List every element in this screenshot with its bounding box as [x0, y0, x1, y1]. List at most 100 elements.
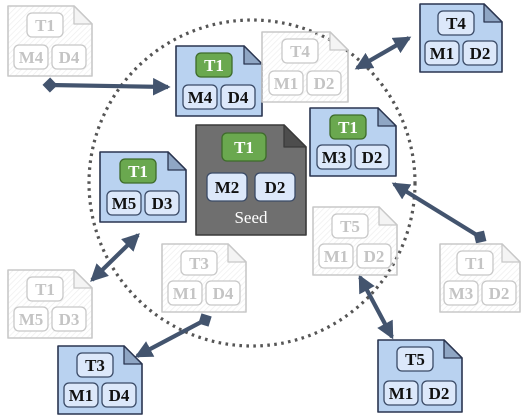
- module-chip-label: M5: [112, 194, 137, 213]
- arrow-t4-to-remote-t4: [354, 36, 412, 70]
- page-fold-corner: [483, 3, 503, 23]
- topic-chip: T4: [437, 10, 475, 36]
- page-fold-corner: [329, 31, 349, 51]
- arrow-t3-to-remote-t3: [134, 313, 212, 358]
- topic-chip-label: T5: [340, 217, 360, 236]
- topic-chip: T1: [26, 276, 64, 302]
- page-fold-corner: [167, 151, 187, 171]
- domain-chip: D2: [481, 280, 517, 306]
- module-chip-label: M3: [322, 148, 347, 167]
- module-chip-label: M1: [430, 44, 455, 63]
- topic-chip-label: T1: [204, 56, 224, 75]
- page-fold-corner: [243, 45, 263, 65]
- topic-chip: T1: [456, 250, 494, 276]
- module-chip: M3: [443, 280, 479, 306]
- topic-chip-label: T1: [35, 16, 55, 35]
- topic-chip: T1: [119, 158, 157, 184]
- module-chip: M1: [383, 380, 419, 406]
- page-fold-corner: [227, 243, 247, 263]
- topic-chip-label: T1: [234, 138, 254, 157]
- module-chip-label: M1: [69, 386, 94, 405]
- module-chip-label: M4: [188, 88, 213, 107]
- page-fold-corner: [443, 339, 463, 359]
- module-chip-label: M4: [19, 48, 44, 67]
- domain-chip: D2: [306, 70, 342, 96]
- domain-chip: D2: [421, 380, 457, 406]
- module-chip: M1: [424, 40, 460, 66]
- topic-chip-label: T5: [405, 350, 425, 369]
- domain-chip-label: D4: [109, 386, 130, 405]
- topic-chip: T3: [180, 250, 218, 276]
- domain-chip: D2: [354, 144, 390, 170]
- topic-chip-label: T4: [446, 14, 466, 33]
- arrow-remote-t1-to-m3-d2: [391, 182, 487, 244]
- arrow-t5-to-remote-t5: [358, 274, 394, 340]
- domain-chip: D3: [144, 190, 180, 216]
- domain-chip: D2: [254, 172, 296, 202]
- module-chip: M1: [318, 243, 354, 269]
- module-chip-label: M1: [324, 247, 349, 266]
- page-fold-corner: [123, 345, 143, 365]
- seed-caption: Seed: [234, 208, 268, 227]
- topic-chip-label: T3: [85, 356, 105, 375]
- arrow-into-m4-d4: [42, 77, 171, 96]
- domain-chip: D4: [101, 382, 137, 408]
- module-chip: M3: [316, 144, 352, 170]
- topic-chip-label: T4: [290, 42, 310, 61]
- topic-chip: T3: [76, 352, 114, 378]
- module-chip: M1: [167, 280, 203, 306]
- topic-chip: T1: [221, 132, 267, 162]
- module-chip-label: M5: [19, 310, 44, 329]
- domain-chip: D2: [462, 40, 498, 66]
- module-chip-label: M1: [173, 284, 198, 303]
- module-chip-label: M1: [274, 74, 299, 93]
- domain-chip: D3: [51, 306, 87, 332]
- domain-chip-label: D2: [364, 247, 385, 266]
- topic-chip-label: T1: [338, 118, 358, 137]
- module-chip: M5: [13, 306, 49, 332]
- topic-chip: T1: [195, 52, 233, 78]
- topic-chip: T5: [396, 346, 434, 372]
- domain-chip-label: D2: [362, 148, 383, 167]
- domain-chip-label: D2: [429, 384, 450, 403]
- module-chip: M2: [206, 172, 248, 202]
- arrows: [42, 36, 487, 358]
- page-fold-corner: [283, 124, 307, 148]
- topic-chip: T4: [281, 38, 319, 64]
- topic-chip: T1: [26, 12, 64, 38]
- module-chip: M1: [268, 70, 304, 96]
- module-chip: M1: [63, 382, 99, 408]
- topic-chip-label: T1: [128, 162, 148, 181]
- domain-chip-label: D2: [314, 74, 335, 93]
- domain-chip-label: D4: [213, 284, 234, 303]
- topic-chip-label: T1: [35, 280, 55, 299]
- page-fold-corner: [501, 243, 521, 263]
- domain-chip-label: D4: [59, 48, 80, 67]
- topic-chip-label: T1: [465, 254, 485, 273]
- domain-chip-label: D3: [59, 310, 80, 329]
- page-fold-corner: [73, 5, 93, 25]
- domain-chip: D4: [220, 84, 256, 110]
- topic-chip: T5: [331, 213, 369, 239]
- module-chip-label: M3: [449, 284, 474, 303]
- page-fold-corner: [378, 206, 398, 226]
- domain-chip-label: D3: [152, 194, 173, 213]
- domain-chip: D2: [356, 243, 392, 269]
- module-chip-label: M1: [389, 384, 414, 403]
- domain-chip: D4: [51, 44, 87, 70]
- domain-chip: D4: [205, 280, 241, 306]
- domain-chip-label: D4: [228, 88, 249, 107]
- topic-chip: T1: [329, 114, 367, 140]
- module-chip: M4: [13, 44, 49, 70]
- domain-chip-label: D2: [470, 44, 491, 63]
